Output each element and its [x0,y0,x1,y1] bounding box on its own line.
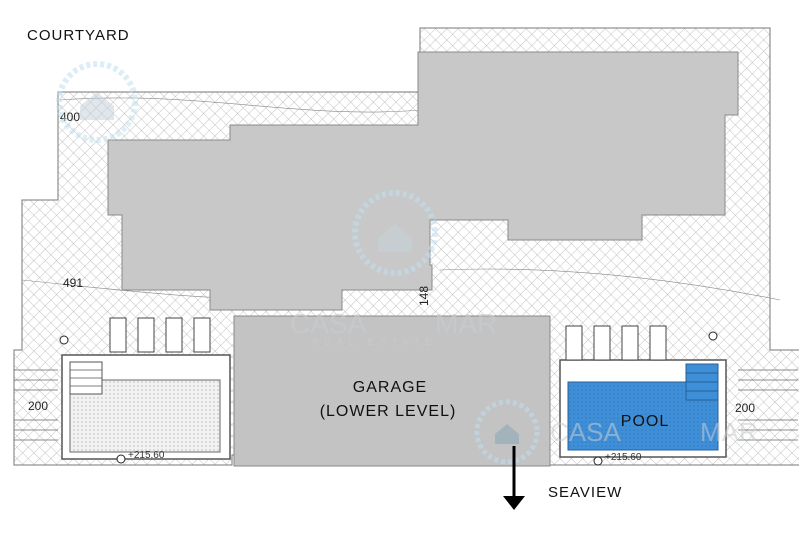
dimension-200-right: 200 [735,401,755,415]
pool-label: POOL [621,413,669,430]
contour-line [439,268,781,301]
dimension-148: 148 [417,286,431,306]
dimension-200-left: 200 [28,399,48,413]
watermark-brand-a: CASA [290,308,367,339]
courtyard-label: COURTYARD [27,27,130,44]
sun-loungers-right [565,325,667,361]
right-steps [738,369,798,441]
contour-line [59,97,421,113]
left-steps [14,369,58,441]
seaview-label: SEAVIEW [548,484,622,501]
garage-label: GARAGE [353,379,427,396]
level-marker-icon [59,331,718,466]
house-footprint [107,51,739,311]
watermark-sub: REAL ESTATE [312,337,437,347]
watermark-brand-a-2: CASA [550,417,621,447]
dimension-491: 491 [63,276,83,290]
watermark-logo-icon [56,61,540,465]
level-right: +215.60 [605,452,642,463]
level-left: +215.60 [128,450,165,461]
garage-sublabel: (LOWER LEVEL) [320,403,457,420]
sun-loungers-left [109,317,211,353]
watermark-brand-b-2: MAR [700,417,758,447]
watermark-brand-b: MAR [435,308,497,339]
arrow-down-icon [503,446,525,510]
